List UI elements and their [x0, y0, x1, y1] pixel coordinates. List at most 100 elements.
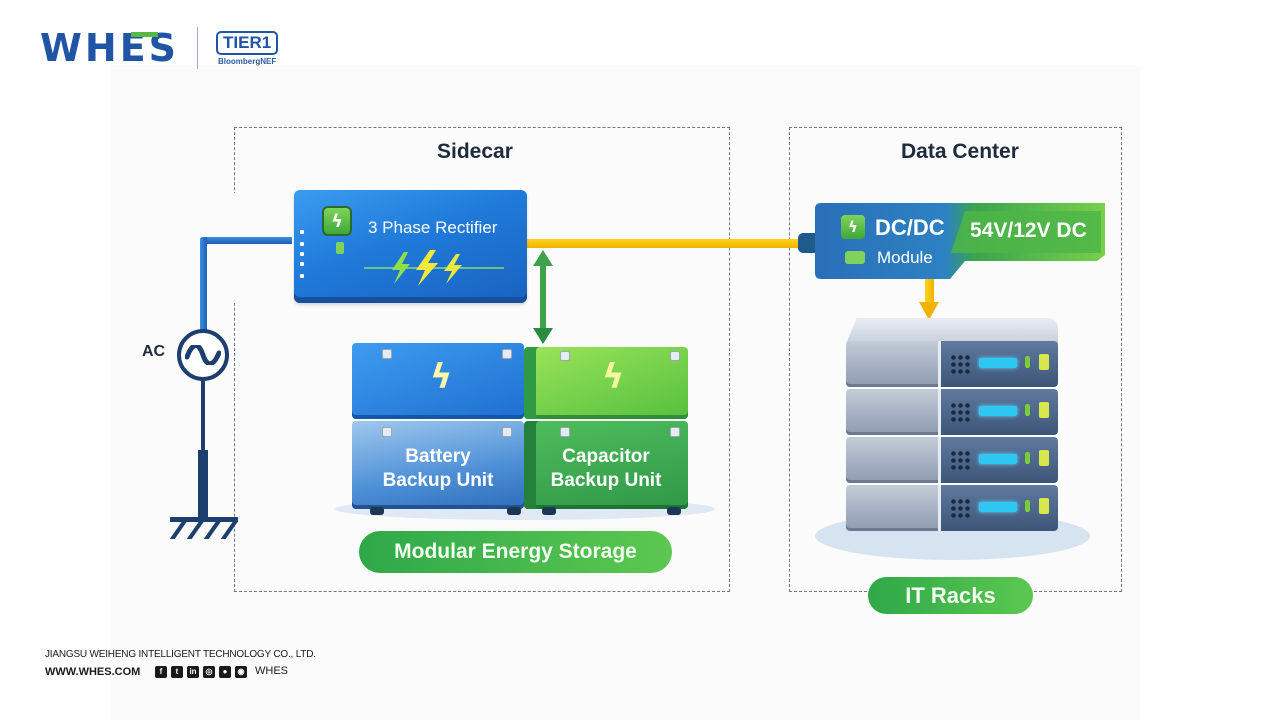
power-indicator-icon	[1039, 402, 1049, 418]
ac-source-icon	[177, 329, 229, 381]
dcdc-connector	[798, 233, 820, 253]
power-indicator-icon	[1039, 354, 1049, 370]
dcdc-body	[815, 203, 1105, 279]
dc-bus-wire	[520, 239, 810, 248]
status-led-icon	[1025, 452, 1030, 464]
tier1-label: TIER1	[216, 30, 279, 55]
social-handle: WHES	[255, 665, 288, 677]
rectifier-unit[interactable]: ϟ 3 Phase Rectifier	[294, 190, 527, 303]
server-front-panel	[938, 485, 1058, 531]
server-display	[979, 358, 1017, 368]
facebook-icon[interactable]: f	[155, 666, 167, 678]
tier1-badge: TIER1 BloombergNEF	[216, 30, 279, 66]
battery-module-icon	[845, 251, 865, 264]
wechat-icon[interactable]: ●	[219, 666, 231, 678]
lightning-icon: ϟ	[430, 357, 453, 397]
latch	[502, 427, 512, 437]
server-display	[979, 502, 1017, 512]
server-front-panel	[938, 437, 1058, 483]
data-center-title: Data Center	[901, 140, 1019, 163]
dcdc-title: DC/DC	[875, 215, 945, 240]
server-side-panel	[846, 485, 938, 531]
ground-wire	[201, 381, 205, 501]
latch	[382, 349, 392, 359]
server-unit[interactable]	[846, 341, 1058, 387]
status-led-icon	[1025, 404, 1030, 416]
latch	[502, 349, 512, 359]
voltage-label: 54V/12V DC	[970, 219, 1087, 242]
ac-input-cable	[200, 237, 292, 244]
power-indicator-icon	[1039, 450, 1049, 466]
arrow-down-icon	[919, 302, 939, 320]
capacitor-label: Capacitor Backup Unit	[520, 445, 692, 493]
battery-label-line1: Battery	[405, 446, 471, 467]
latch	[560, 427, 570, 437]
capacitor-backup-unit[interactable]: Capacitor Backup Unit	[524, 421, 688, 509]
battery-backup-unit[interactable]: Battery Backup Unit	[352, 421, 524, 509]
ac-label: AC	[142, 343, 166, 360]
wheel	[370, 507, 384, 515]
port-led	[300, 274, 304, 278]
ground-post	[198, 450, 208, 520]
linkedin-icon[interactable]: in	[187, 666, 199, 678]
lightning-icon: ϟ	[841, 215, 865, 239]
latch	[670, 427, 680, 437]
energy-storage-modules: ϟ Battery Backup Unit ϟ Capacitor Backup…	[352, 343, 692, 518]
status-led-icon	[1025, 356, 1030, 368]
storage-link-arrow	[540, 262, 546, 334]
logo-green-accent	[131, 32, 158, 37]
port-led	[300, 230, 304, 234]
wheel	[667, 507, 681, 515]
sidecar-region	[234, 127, 730, 592]
it-racks-label: IT Racks	[868, 577, 1033, 614]
server-front-panel	[938, 389, 1058, 435]
line-icon[interactable]: ◉	[235, 666, 247, 678]
server-button-grid	[950, 498, 970, 518]
lightning-icon: ϟ	[322, 206, 352, 236]
capacitor-label-line2: Backup Unit	[550, 470, 662, 491]
company-name: JIANGSU WEIHENG INTELLIGENT TECHNOLOGY C…	[45, 649, 316, 660]
dcdc-subtitle: Module	[877, 248, 933, 267]
battery-label-line2: Backup Unit	[382, 470, 494, 491]
ac-input-cable-vertical	[200, 237, 207, 332]
server-button-grid	[950, 354, 970, 374]
logo-divider	[197, 27, 199, 69]
rectifier-label: 3 Phase Rectifier	[368, 218, 498, 237]
server-side-panel	[846, 341, 938, 387]
port-led	[300, 242, 304, 246]
capacitor-label-line1: Capacitor	[562, 446, 650, 467]
dcdc-module[interactable]: ϟ DC/DC Module 54V/12V DC	[815, 203, 1110, 279]
website-link[interactable]: WWW.WHES.COM	[45, 666, 141, 678]
server-display	[979, 454, 1017, 464]
battery-module-top[interactable]: ϟ	[352, 343, 524, 419]
brand-text: WHES	[40, 26, 180, 70]
sine-wave-icon	[185, 345, 221, 365]
server-display	[979, 406, 1017, 416]
lightning-icon: ϟ	[602, 357, 625, 397]
battery-label: Battery Backup Unit	[352, 445, 524, 493]
whes-wordmark: WHES	[40, 29, 179, 67]
wheel	[507, 507, 521, 515]
arrow-up-icon	[533, 250, 553, 266]
power-bolts-icon	[364, 250, 504, 286]
arrow-down-icon	[533, 328, 553, 344]
ground-symbol	[170, 517, 238, 522]
modular-energy-storage-label: Modular Energy Storage	[359, 531, 672, 573]
wheel	[542, 507, 556, 515]
server-side-panel	[846, 389, 938, 435]
power-indicator-icon	[1039, 498, 1049, 514]
server-unit[interactable]	[846, 389, 1058, 435]
server-button-grid	[950, 450, 970, 470]
capacitor-module-top[interactable]: ϟ	[524, 347, 688, 419]
latch	[382, 427, 392, 437]
plug-icon	[336, 242, 344, 254]
sidecar-title: Sidecar	[437, 140, 513, 163]
server-unit[interactable]	[846, 437, 1058, 483]
instagram-icon[interactable]: ◎	[203, 666, 215, 678]
server-side-panel	[846, 437, 938, 483]
server-button-grid	[950, 402, 970, 422]
twitter-icon[interactable]: t	[171, 666, 183, 678]
server-front-panel	[938, 341, 1058, 387]
server-unit[interactable]	[846, 485, 1058, 531]
status-led-icon	[1025, 500, 1030, 512]
